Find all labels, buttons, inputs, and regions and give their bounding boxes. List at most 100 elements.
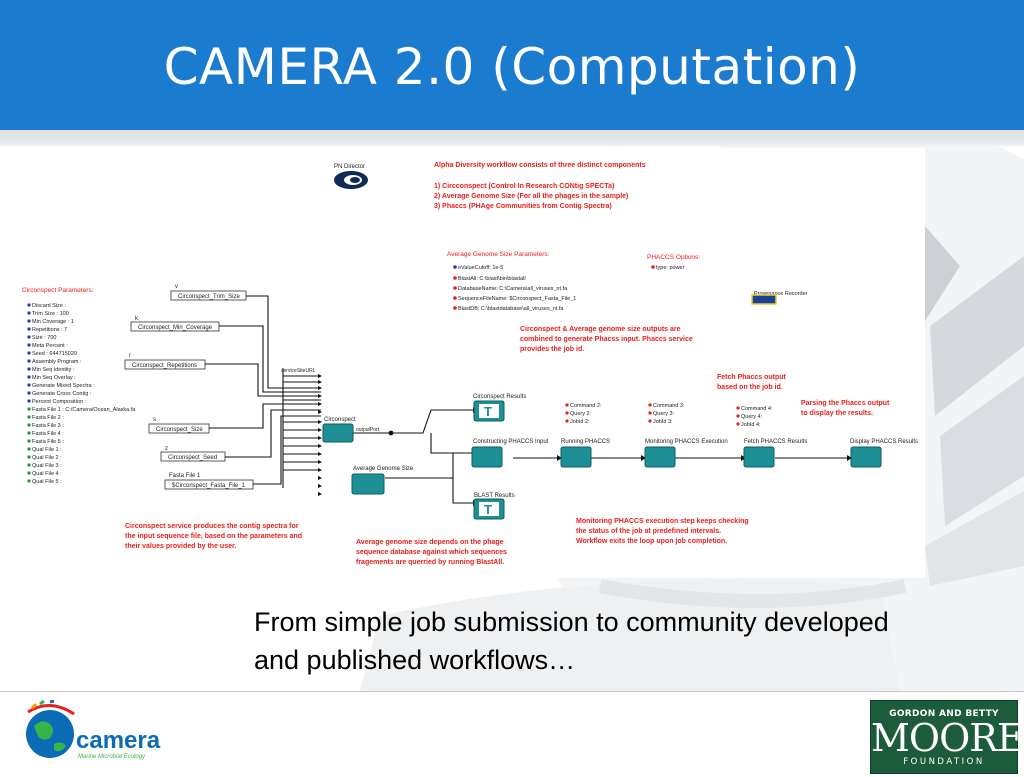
input-key: Fasta File 1 [169,473,201,479]
circ-param: Percent Composition : [32,399,87,405]
circ-param: Qual File 4 : [32,471,62,477]
node-label: Display PHACCS Results [850,439,918,445]
display-glyph: T [484,404,492,419]
circonspect-params-list: Discard Size : Trim Size : 100 Min Cover… [27,303,136,485]
circ-param: Qual File 2 : [32,455,62,461]
note-monitoring-3: Workflow exits the loop upon job complet… [576,538,727,545]
camera-tagline: Marine Microbial Ecology [78,754,146,760]
circ-param: Min Seq Identity : [32,367,75,373]
note-monitoring-1: Monitoring PHACCS execution step keeps c… [576,518,749,525]
command-text: Command 2: [570,403,602,409]
provenance-recorder-icon[interactable] [751,294,777,305]
node-label: Monitoring PHACCS Execution [645,439,728,445]
node-label: Constructing PHACCS Input [473,439,549,445]
note-parse-1: Parsing the Phaccs output [801,400,890,407]
command-text: JobId 2: [570,419,590,425]
circ-param: Fasta File 5 : [32,439,64,445]
node-label: Average Genome Size [353,466,414,472]
avg-params-title: Average Genome Size Parameters: [447,251,550,258]
provenance-recorder-label: Provenance Recorder [754,291,808,297]
camera-wordmark: camera [76,727,161,754]
note-avg-2: sequence database against which sequence… [356,549,507,556]
circ-param: Discard Size : [32,303,66,309]
command-text: Command 4: [741,406,773,412]
command-text: JobId 3: [653,419,673,425]
circ-param: Seed : 644715020 [32,351,77,357]
note-monitoring-2: the status of the job at predefined inte… [576,528,721,535]
input-label: Circonspect_Seed [168,455,217,461]
circ-param: Min Seq Overlay : [32,375,76,381]
note-alpha-item2: 2) Average Genome Size (For all the phag… [434,193,628,200]
slide-caption: From simple job submission to community … [254,603,1014,679]
moore-mid-text: MOORE [871,716,1024,760]
input-label: Circonspect_Size [156,427,203,433]
pn-director-label: PN Director [334,164,365,170]
header-divider [0,130,1024,146]
node-average-genome-size[interactable] [351,473,385,495]
note-combine-3: provides the job id. [520,346,584,353]
note-parse-2: to display the results. [801,410,873,417]
node-display-phaccs-results[interactable] [850,446,882,468]
command-text: Command 3: [653,403,685,409]
command-text: Query 2: [570,411,592,417]
title-bar: CAMERA 2.0 (Computation) [0,0,1024,130]
circ-param: Fasta File 3 : [32,423,64,429]
note-avg-3: fragements are querried by running Blast… [356,559,504,566]
node-circonspect[interactable] [322,423,354,443]
node-label: Running PHACCS [561,439,610,445]
circ-param: Generate Cross Contig : [32,391,92,397]
phaccs-options-title: PHACCS Options: [647,254,700,261]
input-label: Circonspect_Min_Coverage [138,325,213,331]
input-label: Circonspect_Repetitions [132,363,197,369]
command-text: Query 4: [741,414,763,420]
node-running-phaccs[interactable] [560,446,592,468]
note-alpha-item3: 3) Phaccs (PHAge Communities from Contig… [434,203,612,210]
avg-param: eValueCutoff: 1e-5 [458,265,503,271]
node-label: Fetch PHACCS Results [744,439,807,445]
input-key: k [135,316,139,322]
node-label: BLAST Results [474,493,515,499]
footer-divider [0,691,1024,692]
globe-icon [26,700,75,758]
node-fetch-phaccs-results[interactable] [743,446,775,468]
input-key: v [175,284,178,290]
slide-title: CAMERA 2.0 (Computation) [163,38,861,96]
circ-param: Size : 700 [32,335,56,341]
note-circonspect-2: the input sequence file, based on the pa… [125,533,302,540]
avg-param: SequenceFileName: $Circonspect_Fasta_Fil… [458,296,576,302]
circ-param: Fasta File 2 : [32,415,64,421]
circ-param: Qual File 5 : [32,479,62,485]
note-combine-1: Circonspect & Average genome size output… [520,326,681,333]
circ-param: Trim Size : 100 [32,311,69,317]
input-label: $Circonspect_Fasta_File_1 [172,483,246,489]
circ-param: Qual File 3 : [32,463,62,469]
input-key: r [129,353,131,359]
circ-param: Fasta File 4 : [32,431,64,437]
avg-params-list: eValueCutoff: 1e-5 BlastAll: C:\blast\bi… [453,265,576,312]
service-port-label: serviceSiteURL [281,368,316,374]
node-monitoring-phaccs[interactable] [644,446,676,468]
note-fetch-2: based on the job id. [717,384,783,391]
avg-param: BlastDB: C:\blastdatabase\all_viruses_nt… [458,306,564,312]
avg-param: DatabaseName: C:\Camera\all_viruses_nt.f… [458,286,568,292]
note-combine-2: combined to generate Phacss input. Phacc… [520,336,693,343]
note-alpha-title: Alpha Diversity workflow consists of thr… [434,162,646,169]
command-text: JobId 4: [741,422,761,428]
note-alpha-item1: 1) Circconspect (Control In Research CON… [434,183,614,190]
display-glyph: T [484,502,492,517]
circ-param: Qual File 1 : [32,447,62,453]
circonspect-params-title: Circonspect Parameters: [22,287,94,294]
moore-bottom-text: FOUNDATION [903,757,985,767]
circ-param: Generate Mixed Spectra : [32,383,95,389]
circ-param: Min Coverage : 1 [32,319,74,325]
note-circonspect-1: Circonspect service produces the contig … [125,523,299,530]
input-label: Circonspect_Trim_Size [178,294,240,300]
caption-line: and published workflows… [254,645,576,675]
circ-param: Assembly Program : [32,359,82,365]
node-constructing-phaccs-input[interactable] [471,446,503,468]
pn-director-icon[interactable] [334,171,368,189]
circ-param: Meta Percent : [32,343,68,349]
input-key: z [165,446,168,452]
node-label: Circonspect Results [473,394,526,400]
input-key: s [153,417,156,423]
